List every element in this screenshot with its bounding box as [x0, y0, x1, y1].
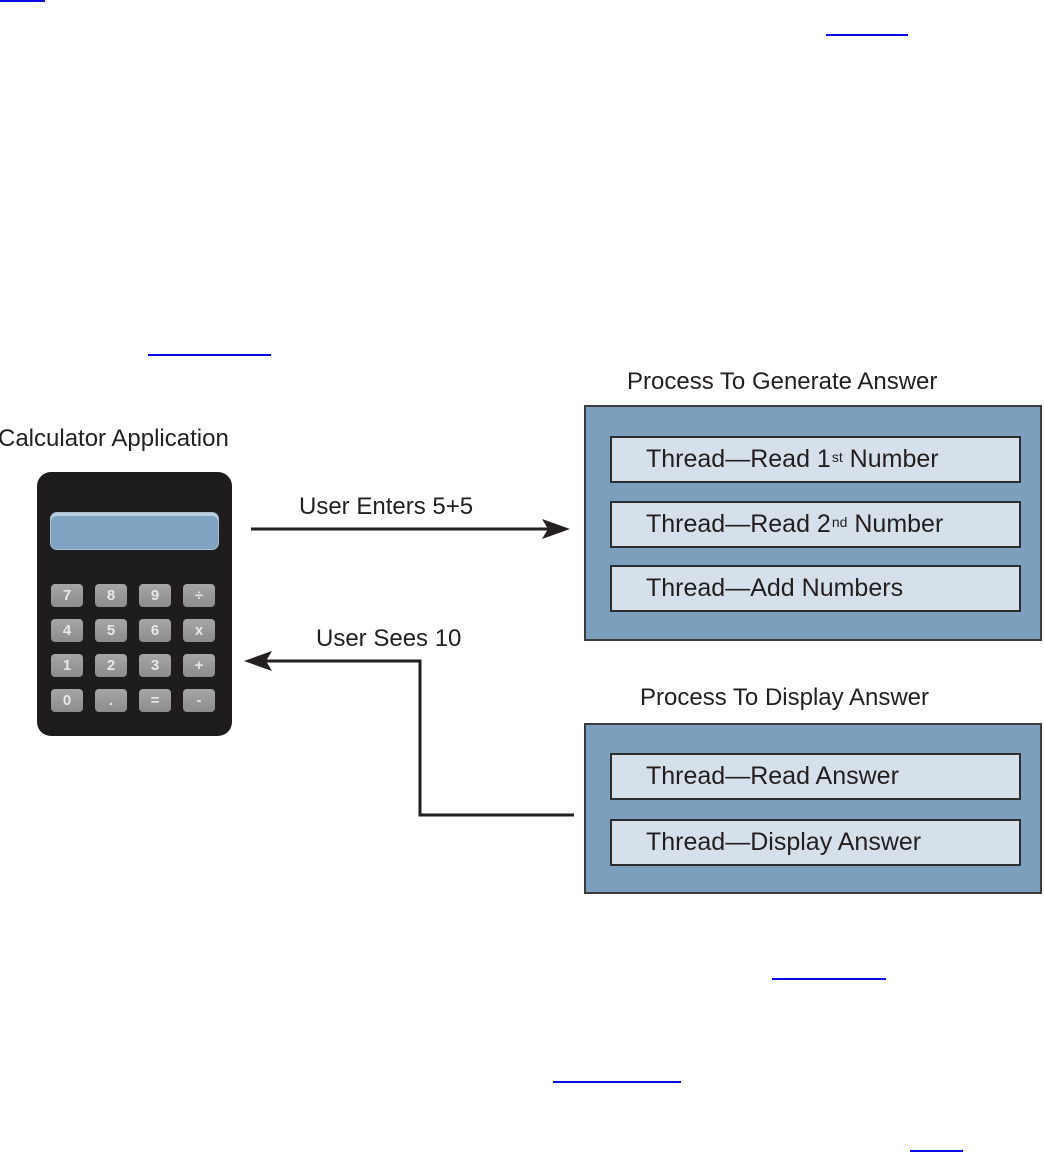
thread-dash: — [725, 762, 751, 790]
thread-dash: — [725, 828, 751, 856]
calculator-key: - [183, 689, 215, 712]
thread-dash: — [725, 574, 751, 602]
thread-text: Read 2 [750, 510, 831, 538]
calculator-key: 9 [139, 584, 171, 607]
link-underline[interactable] [826, 34, 908, 36]
thread-prefix: Thread [646, 574, 726, 602]
thread-prefix: Thread [646, 762, 726, 790]
thread-suffix: Number [847, 510, 944, 538]
link-underline[interactable] [0, 0, 45, 2]
thread-suffix: Number [842, 445, 939, 473]
calculator-key: 0 [51, 689, 83, 712]
thread-prefix: Thread [646, 510, 726, 538]
process-title-display: Process To Display Answer [640, 684, 930, 711]
thread-box: Thread—Display Answer [610, 819, 1021, 866]
calculator-key: 1 [51, 654, 83, 677]
calculator-key: 2 [95, 654, 127, 677]
thread-prefix: Thread [646, 828, 726, 856]
thread-prefix: Thread [646, 445, 726, 473]
calculator-key: x [183, 619, 215, 642]
link-underline[interactable] [772, 978, 886, 980]
thread-dash: — [725, 445, 751, 473]
calculator-key: + [183, 654, 215, 677]
thread-ordinal: st [831, 448, 843, 465]
link-underline[interactable] [910, 1150, 963, 1152]
calculator-key: 3 [139, 654, 171, 677]
link-underline[interactable] [553, 1081, 681, 1083]
thread-dash: — [725, 510, 751, 538]
calculator-key: . [95, 689, 127, 712]
process-box-display: Thread—Read Answer Thread—Display Answer [584, 723, 1042, 894]
thread-box: Thread—Read Answer [610, 753, 1021, 800]
process-title-generate: Process To Generate Answer [627, 368, 938, 395]
output-arrow-label: User Sees 10 [316, 625, 462, 652]
calculator-key: 4 [51, 619, 83, 642]
output-arrow [244, 651, 574, 817]
calculator-key: 5 [95, 619, 127, 642]
link-underline[interactable] [148, 354, 271, 356]
calculator-display [51, 513, 218, 549]
calculator-key: 6 [139, 619, 171, 642]
calculator-key: 7 [51, 584, 83, 607]
calculator-key: ÷ [183, 584, 215, 607]
thread-box: Thread—Add Numbers [610, 565, 1021, 612]
thread-text: Read 1 [750, 445, 831, 473]
thread-text: Display Answer [750, 828, 922, 856]
calculator-key: 8 [95, 584, 127, 607]
input-arrow [251, 519, 570, 539]
thread-text: Add Numbers [750, 574, 904, 602]
input-arrow-label: User Enters 5+5 [299, 493, 474, 520]
calculator-key: = [139, 689, 171, 712]
calculator-title: Calculator Application [0, 425, 229, 452]
thread-ordinal: nd [831, 513, 848, 530]
thread-text: Read Answer [750, 762, 899, 790]
